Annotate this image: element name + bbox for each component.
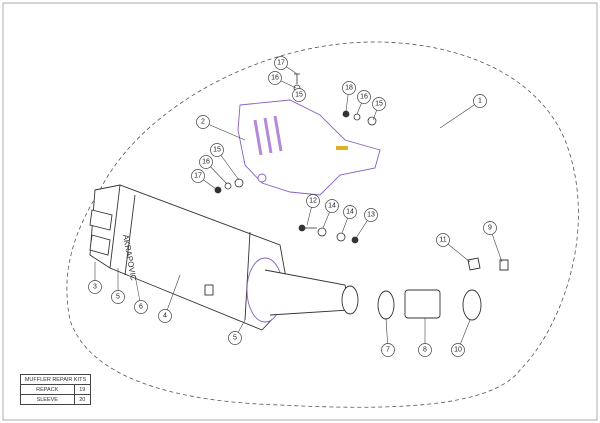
- kit-name: REPACK: [20, 384, 75, 395]
- callout-10: 10: [451, 319, 471, 357]
- callout-14: 14: [322, 199, 339, 229]
- callout-18: 18: [342, 81, 356, 112]
- callout-circle: [228, 331, 242, 345]
- callout-3: 3: [88, 262, 102, 294]
- callout-number: 16: [202, 159, 210, 166]
- muffler-body: AKRAPOVIC: [89, 184, 359, 331]
- callout-5: 5: [111, 268, 125, 304]
- callout-number: 14: [328, 203, 336, 210]
- callout-1: 1: [439, 94, 487, 129]
- callout-circle: [436, 233, 450, 247]
- kit-number: 19: [73, 384, 92, 395]
- callout-number: 15: [375, 101, 383, 108]
- callout-number: 15: [213, 147, 221, 154]
- callout-15: 15: [292, 88, 306, 102]
- callout-circle: [210, 143, 224, 157]
- callout-7: 7: [381, 317, 395, 357]
- callout-12: 12: [306, 194, 320, 226]
- kits-table-title: MUFFLER REPAIR KITS: [20, 374, 91, 385]
- callout-number: 8: [423, 347, 427, 354]
- callout-number: 12: [309, 198, 317, 205]
- callout-number: 10: [454, 347, 462, 354]
- leader-line: [164, 274, 181, 317]
- leader-line: [439, 100, 481, 129]
- callout-16: 16: [199, 155, 228, 185]
- callout-circle: [451, 343, 465, 357]
- callout-circle: [199, 155, 213, 169]
- callout-6: 6: [134, 274, 148, 314]
- callout-number: 9: [488, 225, 492, 232]
- callout-15: 15: [210, 143, 240, 181]
- callout-circle: [88, 280, 102, 294]
- callout-number: 16: [271, 75, 279, 82]
- callout-circle: [325, 199, 339, 213]
- callout-number: 4: [163, 313, 167, 320]
- callout-number: 17: [194, 173, 202, 180]
- callout-circle: [483, 221, 497, 235]
- callout-16: 16: [268, 71, 297, 89]
- callout-11: 11: [436, 233, 471, 263]
- callout-15: 15: [372, 97, 386, 121]
- callout-number: 3: [93, 284, 97, 291]
- callout-number: 14: [346, 209, 354, 216]
- callout-number: 2: [201, 119, 205, 126]
- callout-circle: [381, 343, 395, 357]
- clamps: [377, 257, 509, 321]
- callout-circle: [306, 194, 320, 208]
- callout-number: 11: [439, 237, 446, 244]
- callout-number: 6: [139, 304, 143, 311]
- callout-circle: [357, 90, 371, 104]
- callout-17: 17: [274, 56, 298, 75]
- callout-circle: [191, 169, 205, 183]
- callout-circle: [158, 309, 172, 323]
- callout-9: 9: [483, 221, 503, 263]
- callout-number: 7: [386, 347, 390, 354]
- callout-circle: [364, 208, 378, 222]
- heat-shield: [237, 99, 381, 196]
- callout-17: 17: [191, 169, 217, 190]
- leader-line: [202, 121, 246, 141]
- callout-circle: [134, 300, 148, 314]
- callout-circle: [274, 56, 288, 70]
- kit-number: 20: [73, 394, 92, 405]
- callout-2: 2: [196, 115, 246, 141]
- callout-circle: [111, 290, 125, 304]
- callout-number: 1: [478, 98, 482, 105]
- kit-name: SLEEVE: [20, 394, 75, 405]
- callout-number: 15: [295, 92, 303, 99]
- kit-boundary-outline: [66, 41, 579, 408]
- callout-number: 5: [233, 335, 237, 342]
- callout-number: 17: [277, 60, 285, 67]
- callout-circle: [343, 205, 357, 219]
- callout-circle: [196, 115, 210, 129]
- callout-13: 13: [355, 208, 378, 239]
- callout-circle: [473, 94, 487, 108]
- callout-14: 14: [341, 205, 357, 234]
- callout-circle: [372, 97, 386, 111]
- callout-16: 16: [356, 90, 371, 115]
- callout-number: 13: [367, 212, 375, 219]
- callout-number: 5: [116, 294, 120, 301]
- callout-circle: [292, 88, 306, 102]
- callout-8: 8: [418, 318, 432, 357]
- callout-number: 18: [345, 85, 353, 92]
- callout-circle: [418, 343, 432, 357]
- callout-number: 16: [360, 94, 368, 101]
- callout-4: 4: [158, 274, 181, 323]
- callout-circle: [342, 81, 356, 95]
- callout-5: 5: [228, 319, 246, 345]
- callout-circle: [268, 71, 282, 85]
